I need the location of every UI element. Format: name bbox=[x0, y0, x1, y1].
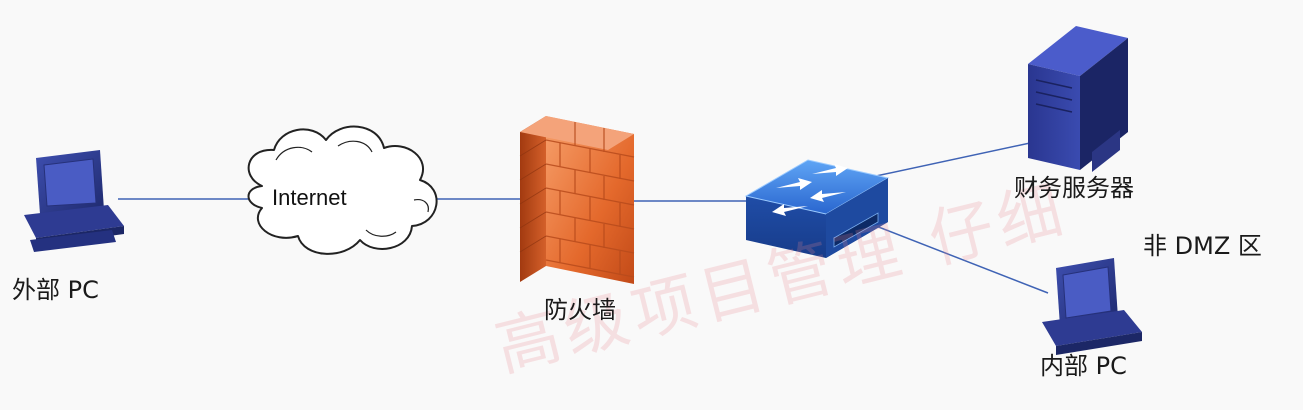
link-switch-internal-pc bbox=[875, 225, 1049, 294]
external-pc-icon bbox=[24, 150, 124, 252]
internet-label: Internet bbox=[272, 185, 347, 210]
switch-icon bbox=[744, 159, 890, 258]
firewall-label: 防火墙 bbox=[544, 296, 616, 324]
firewall-icon bbox=[519, 116, 635, 284]
internal-pc-icon bbox=[1042, 258, 1142, 355]
internal-pc-label: 内部 PC bbox=[1040, 352, 1127, 380]
external-pc-label: 外部 PC bbox=[12, 276, 99, 304]
zone-label: 非 DMZ 区 bbox=[1143, 232, 1262, 260]
finance-server-label: 财务服务器 bbox=[1014, 174, 1134, 202]
cloud-icon bbox=[247, 125, 438, 255]
link-switch-finance-server bbox=[875, 142, 1031, 177]
server-tower-icon bbox=[1028, 26, 1128, 172]
